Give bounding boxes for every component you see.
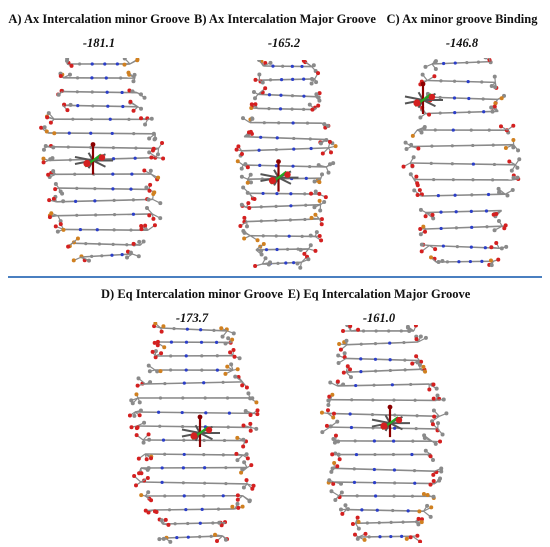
panel-d: D) Eq Intercalation minor Groove -173.7 [94,287,290,326]
dna-model-b [234,60,338,270]
panel-a: A) Ax Intercalation minor Groove -181.1 [4,12,194,51]
dna-model-a [39,58,166,263]
panel-a-energy: -181.1 [82,36,116,50]
panel-e-title: E) Eq Intercalation Major Groove [287,287,471,301]
dna-model-e [319,325,449,543]
panel-d-energy: -173.7 [175,311,209,325]
panel-c: C) Ax minor groove Binding -146.8 [378,12,546,51]
panel-d-title: D) Eq Intercalation minor Groove [101,287,283,301]
panel-c-energy: -146.8 [445,36,479,50]
panel-e-energy: -161.0 [362,311,396,325]
panel-b-title: B) Ax Intercalation Major Groove [194,12,376,26]
panel-a-title: A) Ax Intercalation minor Groove [8,12,190,26]
row-divider [8,276,542,278]
panel-e: E) Eq Intercalation Major Groove -161.0 [283,287,475,326]
panel-b-energy: -165.2 [267,36,301,50]
dna-model-c [401,58,522,268]
panel-b: B) Ax Intercalation Major Groove -165.2 [194,12,376,51]
dna-model-d [127,322,260,544]
panel-c-title: C) Ax minor groove Binding [386,12,538,26]
